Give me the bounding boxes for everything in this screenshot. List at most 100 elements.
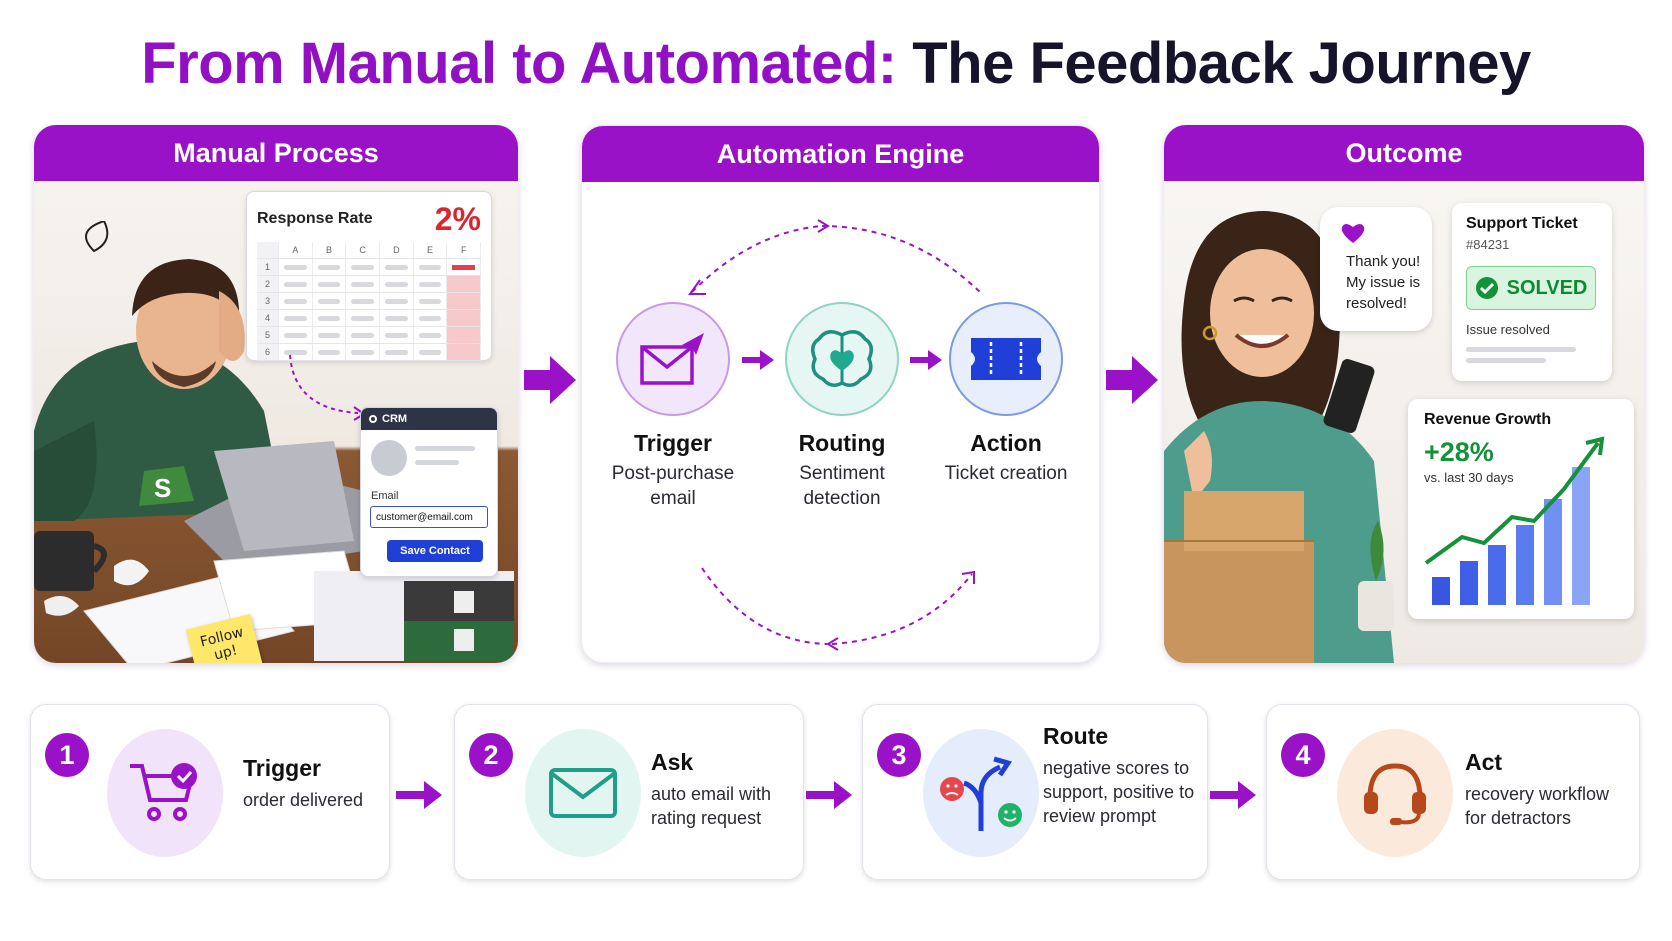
cell-placeholder [317,332,341,338]
response-rate-label: Response Rate [257,210,373,227]
cell-placeholder [447,293,481,309]
outcome-heading: Outcome [1164,125,1644,181]
table-cell [279,276,313,292]
step-desc: auto email with rating request [651,784,772,828]
revenue-growth-card: Revenue Growth +28% vs. last 30 days [1408,399,1634,619]
engine-body: Trigger Post-purchase email Routing Sent… [582,182,1099,662]
row-header: 6 [257,344,279,360]
engine-node-desc: Sentiment detection [799,463,885,509]
cell-placeholder [351,349,375,355]
email-field[interactable]: customer@email.com [370,506,488,528]
cell-placeholder [418,264,442,270]
heart-icon [1341,224,1365,243]
outcome-body: Thank you! My issue is resolved! Support… [1164,181,1644,663]
cell-placeholder [384,332,408,338]
column-header: D [380,242,414,258]
cell-placeholder [317,349,341,355]
step-title: Route [1043,723,1109,749]
response-rate-value: 2% [434,200,481,237]
growth-title: Revenue Growth [1424,411,1552,428]
table-cell [414,293,448,309]
ticket-title: Support Ticket [1466,215,1578,232]
table-cell [380,344,414,360]
table-cell [313,310,347,326]
engine-node-desc: Ticket creation [944,463,1068,484]
manual-process-panel: Manual Process S [34,125,518,663]
table-cell [346,310,381,326]
cell-placeholder [418,349,442,355]
table-cell [414,276,448,292]
table-cell [346,276,381,292]
ticket-number: #84231 [1466,237,1510,252]
cell-placeholder [317,281,341,287]
step-desc: order delivered [243,790,364,810]
step-number-badge: 3 [877,733,921,777]
table-cell [313,276,347,292]
split-route-icon [923,729,1039,857]
cell-placeholder [384,298,408,304]
table-cell [380,327,414,343]
step-number-badge: 2 [469,733,513,777]
table-cell [313,293,347,309]
table-row: 6 [257,344,482,361]
row-header: 1 [257,259,279,275]
placeholder-line [1466,347,1576,352]
manual-scene: S Response Rate 2% [34,181,518,663]
cell-placeholder [418,315,442,321]
cell-placeholder [351,281,375,287]
cell-placeholder [283,298,307,304]
table-cell [313,259,347,275]
crm-window: CRM Email customer@email.com Save Contac… [360,407,498,577]
table-cell [279,310,313,326]
arrow-right-icon [742,350,774,370]
crm-title: CRM [382,413,408,425]
cycle-dashed-arrows [688,219,983,651]
arrow-right-icon [396,781,442,809]
table-row: 2 [257,276,482,293]
cell-placeholder [447,327,481,343]
arrow-right-icon [524,356,576,404]
row-header: 2 [257,276,279,292]
step-card-4: 4 Act recovery workflow for detractors [1266,704,1640,880]
solved-badge: SOLVED [1466,266,1596,310]
row-header: 5 [257,327,279,343]
step-desc: recovery workflow for detractors [1465,784,1610,828]
cell-placeholder [283,332,307,338]
cell-placeholder [283,281,307,287]
cell-placeholder [283,349,307,355]
cell-placeholder [384,315,408,321]
row-header: 3 [257,293,279,309]
step-card-1: 1 Trigger order delivered [30,704,390,880]
cell-placeholder [418,332,442,338]
engine-node-title: Routing [798,430,886,456]
table-cell [279,259,313,275]
outcome-panel: Outcome Thank you! My issue is resolved! [1164,125,1644,663]
happy-customer-illustration [1164,211,1394,663]
envelope-icon [525,729,641,857]
cell-placeholder [351,298,375,304]
engine-node-title: Trigger [634,430,712,456]
grid-header-row: A B C D E F [257,242,482,259]
cell-placeholder [351,264,375,270]
save-contact-button[interactable]: Save Contact [387,540,483,562]
arrow-right-icon [1210,781,1256,809]
table-cell [313,327,347,343]
cell-placeholder [447,310,481,326]
cell-placeholder [351,315,375,321]
table-cell [380,293,414,309]
engine-node-desc: Post-purchase email [611,463,735,509]
table-cell [414,259,448,275]
table-cell [414,327,448,343]
step-title: Ask [651,749,694,775]
engine-node-trigger: Trigger Post-purchase email [593,302,753,511]
title-accent: From Manual to Automated: [141,31,897,96]
table-cell [380,276,414,292]
cell-placeholder [452,264,476,270]
table-cell [414,310,448,326]
step-desc: negative scores to support, positive to … [1043,758,1195,826]
ticket-note: Issue resolved [1466,322,1550,337]
page-title: From Manual to Automated: The Feedback J… [0,30,1672,97]
crm-logo-icon [369,415,377,423]
bubble-text: Thank you! My issue is resolved! [1346,253,1421,312]
